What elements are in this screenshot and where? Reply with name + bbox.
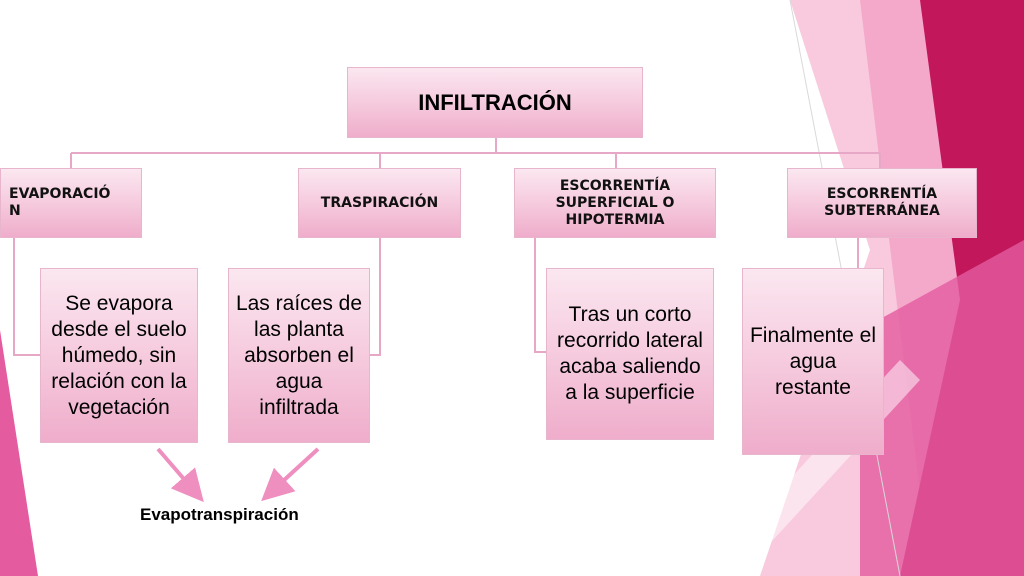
description-traspiracion-text: Las raíces de las planta absorben el agu… xyxy=(235,291,363,419)
category-escorrentia-superficial: ESCORRENTÍA SUPERFICIAL O HIPOTERMIA xyxy=(514,168,716,238)
arrow-evaporacion xyxy=(156,447,204,503)
evapotranspiracion-label: Evapotranspiración xyxy=(140,505,299,524)
root-node-infiltracion: INFILTRACIÓN xyxy=(347,67,643,138)
connector-superficial-desc xyxy=(534,238,546,353)
category-escorrentia-superficial-label: ESCORRENTÍA SUPERFICIAL O HIPOTERMIA xyxy=(555,177,675,228)
category-evaporacion-label: EVAPORACIÓ N xyxy=(9,186,111,219)
description-escorrentia-superficial-text: Tras un corto recorrido lateral acaba sa… xyxy=(557,303,703,404)
decor-pink-triangle xyxy=(860,240,1024,576)
category-escorrentia-subterranea: ESCORRENTÍA SUBTERRÁNEA xyxy=(787,168,977,238)
description-traspiracion: Las raíces de las planta absorben el agu… xyxy=(228,268,370,443)
description-escorrentia-superficial: Tras un corto recorrido lateral acaba sa… xyxy=(546,268,714,440)
description-escorrentia-subterranea-text: Finalmente el agua restante xyxy=(749,323,877,399)
category-traspiracion: TRASPIRACIÓN xyxy=(298,168,461,238)
connector-evaporacion-desc xyxy=(13,238,40,356)
category-escorrentia-subterranea-label: ESCORRENTÍA SUBTERRÁNEA xyxy=(824,186,940,219)
arrow-traspiracion xyxy=(261,447,320,502)
root-label: INFILTRACIÓN xyxy=(418,89,572,115)
category-evaporacion: EVAPORACIÓ N xyxy=(0,168,142,238)
description-escorrentia-subterranea: Finalmente el agua restante xyxy=(742,268,884,455)
description-evaporacion-text: Se evapora desde el suelo húmedo, sin re… xyxy=(51,291,187,419)
category-traspiracion-label: TRASPIRACIÓN xyxy=(320,194,439,211)
connector-traspiracion-desc xyxy=(370,238,381,356)
decor-left-triangle xyxy=(0,330,38,576)
description-evaporacion: Se evapora desde el suelo húmedo, sin re… xyxy=(40,268,198,443)
